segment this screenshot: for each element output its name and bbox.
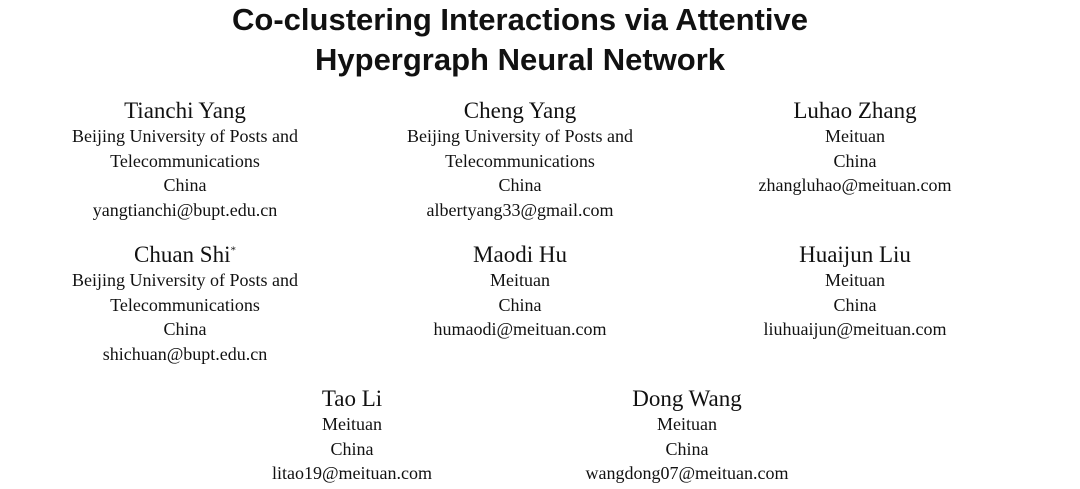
author-affiliation: Meituan <box>322 414 382 434</box>
author-block: Dong Wang Meituan China wangdong07@meitu… <box>522 386 852 486</box>
author-name: Dong Wang <box>632 386 742 411</box>
author-block: Tianchi Yang Beijing University of Posts… <box>20 98 350 222</box>
author-affiliation: Meituan <box>825 270 885 290</box>
author-email: albertyang33@gmail.com <box>426 199 614 220</box>
author-affiliation: Telecommunications <box>445 150 595 171</box>
author-name: Luhao Zhang <box>793 98 917 123</box>
author-country: China <box>833 294 877 315</box>
author-email: litao19@meituan.com <box>271 463 433 483</box>
author-country: China <box>330 438 374 459</box>
author-country: China <box>833 150 877 171</box>
author-country: China <box>665 438 709 459</box>
author-country: China <box>163 319 207 339</box>
author-affiliation: Beijing University of Posts and <box>72 270 298 290</box>
author-name: Huaijun Liu <box>799 242 911 267</box>
author-email: yangtianchi@bupt.edu.cn <box>92 199 278 220</box>
author-block: Cheng Yang Beijing University of Posts a… <box>355 98 685 222</box>
author-block: Luhao Zhang Meituan China zhangluhao@mei… <box>690 98 1020 198</box>
title-line-1: Co-clustering Interactions via Attentive <box>232 2 808 37</box>
author-affiliation: Beijing University of Posts and <box>407 126 633 146</box>
title-line-2: Hypergraph Neural Network <box>315 42 725 77</box>
author-name: Chuan Shi* <box>134 242 236 267</box>
author-name: Maodi Hu <box>473 242 567 267</box>
author-affiliation: Beijing University of Posts and <box>72 126 298 146</box>
author-email: humaodi@meituan.com <box>433 319 607 339</box>
author-block: Tao Li Meituan China litao19@meituan.com <box>187 386 517 486</box>
author-email: zhangluhao@meituan.com <box>758 175 952 195</box>
author-email: wangdong07@meituan.com <box>585 463 789 483</box>
author-country: China <box>498 294 542 315</box>
author-affiliation: Meituan <box>490 270 550 290</box>
author-country: China <box>498 175 542 195</box>
author-affiliation: Telecommunications <box>110 294 260 315</box>
author-block: Maodi Hu Meituan China humaodi@meituan.c… <box>355 242 685 342</box>
author-affiliation: Telecommunications <box>110 150 260 171</box>
author-name: Tao Li <box>321 386 383 411</box>
author-block: Chuan Shi* Beijing University of Posts a… <box>20 242 350 366</box>
author-country: China <box>163 175 207 195</box>
author-email: liuhuaijun@meituan.com <box>763 319 947 339</box>
author-block: Huaijun Liu Meituan China liuhuaijun@mei… <box>690 242 1020 342</box>
author-email: shichuan@bupt.edu.cn <box>102 343 268 364</box>
author-affiliation: Meituan <box>657 414 717 434</box>
paper-title: Co-clustering Interactions via Attentive… <box>0 0 1040 80</box>
author-name: Tianchi Yang <box>124 98 246 123</box>
author-affiliation: Meituan <box>825 126 885 146</box>
corresponding-author-mark: * <box>230 244 236 257</box>
author-name: Cheng Yang <box>463 98 577 123</box>
